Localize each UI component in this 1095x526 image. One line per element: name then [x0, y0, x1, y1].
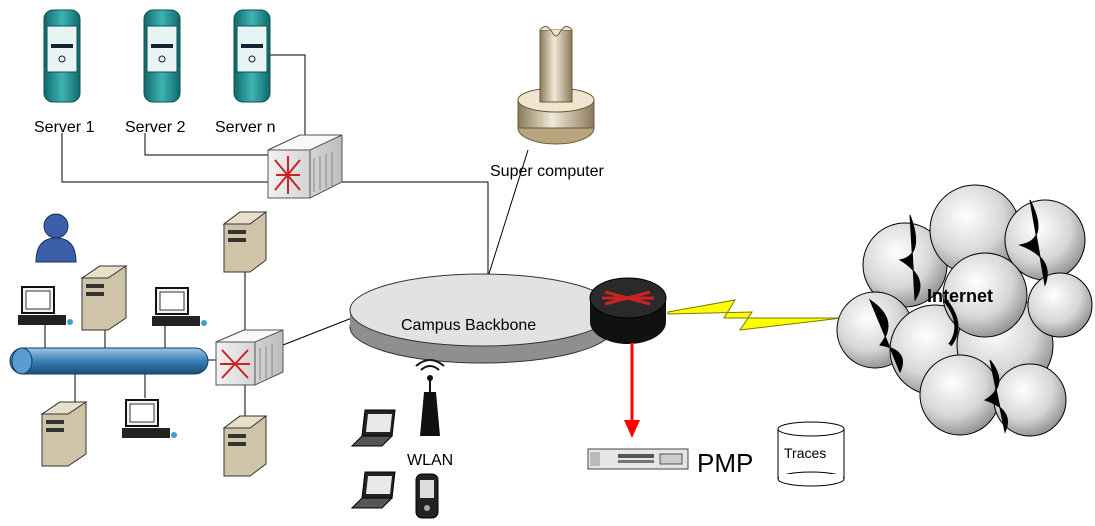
internet-label: Internet — [927, 286, 993, 306]
server-2 — [143, 9, 181, 103]
link-servern-switch — [270, 54, 306, 140]
wifi-access-point-icon — [415, 359, 445, 436]
workstation-left — [18, 286, 73, 325]
lan-drops-bottom — [74, 374, 146, 405]
campus-backbone — [349, 273, 615, 364]
wan-lightning-link — [667, 299, 843, 331]
workstation-bottom — [122, 399, 177, 438]
pc-tower-lan-top — [80, 265, 128, 331]
workstation-right — [152, 287, 207, 326]
link-server1-switch — [61, 133, 272, 183]
pc-tower-lower — [222, 415, 268, 477]
user-icon — [35, 213, 77, 263]
core-switch — [267, 134, 343, 199]
supercomputer-label: Super computer — [490, 163, 605, 180]
link-switch-backbone — [342, 181, 489, 282]
traces-label: Traces — [784, 445, 826, 461]
lan-switch — [215, 329, 284, 386]
pda-icon — [415, 473, 439, 519]
servern-label: Server n — [215, 119, 275, 136]
capture-arrow — [624, 343, 640, 438]
link-supercomputer-backbone — [486, 149, 529, 281]
link-server2-switch — [144, 133, 272, 156]
router-icon — [589, 277, 667, 344]
pmp-device-icon — [587, 448, 689, 470]
server1-label: Server 1 — [34, 119, 95, 136]
pc-tower-upper — [222, 211, 268, 273]
pmp-label: PMP — [697, 448, 753, 478]
laptop-icon-lower — [350, 471, 396, 509]
server-n — [233, 9, 271, 103]
link-lanswitch-backbone — [282, 317, 353, 346]
lan-bus-pipe — [9, 347, 209, 375]
supercomputer-icon — [517, 26, 595, 145]
laptop-icon-upper — [350, 409, 396, 447]
internet-cloud — [836, 184, 1093, 437]
pc-tower-lan-bottom — [40, 401, 88, 467]
server-1 — [43, 9, 81, 103]
server2-label: Server 2 — [125, 119, 186, 136]
backbone-label: Campus Backbone — [401, 317, 536, 334]
wlan-label: WLAN — [407, 452, 453, 469]
traces-database-icon — [777, 421, 845, 487]
